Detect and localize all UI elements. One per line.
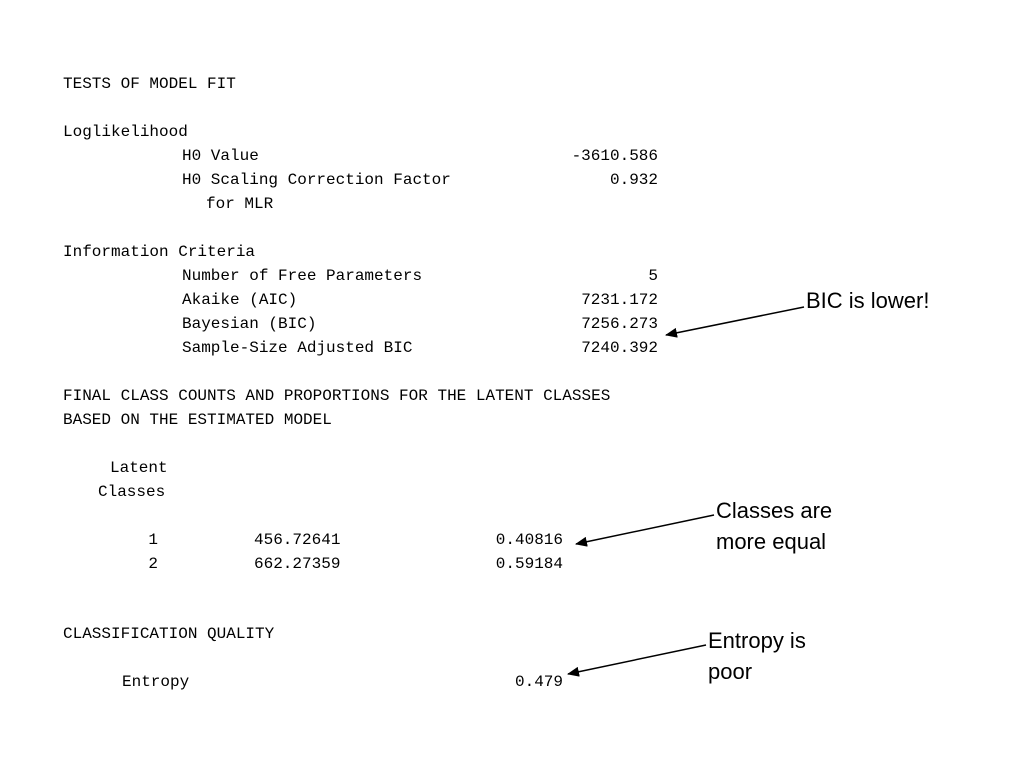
entropy-arrow [567,644,707,677]
class-counts-heading-cont: BASED ON THE ESTIMATED MODEL [63,411,332,429]
loglikelihood-heading: Loglikelihood [63,123,188,141]
class-proportion: 0.40816 [495,531,563,549]
free-params-value: 5 [648,267,658,285]
class-counts-heading: FINAL CLASS COUNTS AND PROPORTIONS FOR T… [63,387,611,405]
entropy-note-line2: poor [708,659,753,684]
bic-note: BIC is lower! [806,288,930,313]
class-id: 2 [148,555,158,573]
ssabic-value: 7240.392 [581,339,658,357]
model-fit-heading: TESTS OF MODEL FIT [63,75,236,93]
bic-value: 7256.273 [581,315,658,333]
class-count: 456.72641 [254,531,341,549]
classes-note-line1: Classes are [716,498,833,523]
entropy-value: 0.479 [514,673,563,691]
classes-arrow [575,514,715,547]
free-params-label: Number of Free Parameters [182,267,423,285]
entropy-note-line1: Entropy is [708,628,806,653]
h0-value-label: H0 Value [182,147,259,165]
classification-quality-heading: CLASSIFICATION QUALITY [63,625,275,643]
bic-arrow [665,306,805,338]
h0-value: -3610.586 [571,147,658,165]
aic-value: 7231.172 [581,291,658,309]
ssabic-label: Sample-Size Adjusted BIC [182,339,413,357]
aic-label: Akaike (AIC) [182,291,298,309]
scaling-factor-label: H0 Scaling Correction Factor [182,171,451,189]
entropy-label: Entropy [122,673,190,691]
latent-column-label: Latent [110,459,168,477]
bic-label: Bayesian (BIC) [182,315,317,333]
scaling-factor-value: 0.932 [609,171,658,189]
classes-note-line2: more equal [716,529,827,554]
scaling-factor-label-cont: for MLR [206,195,274,213]
class-count: 662.27359 [254,555,341,573]
classes-column-label: Classes [98,483,166,501]
information-criteria-heading: Information Criteria [63,243,256,261]
class-id: 1 [148,531,158,549]
class-proportion: 0.59184 [495,555,563,573]
